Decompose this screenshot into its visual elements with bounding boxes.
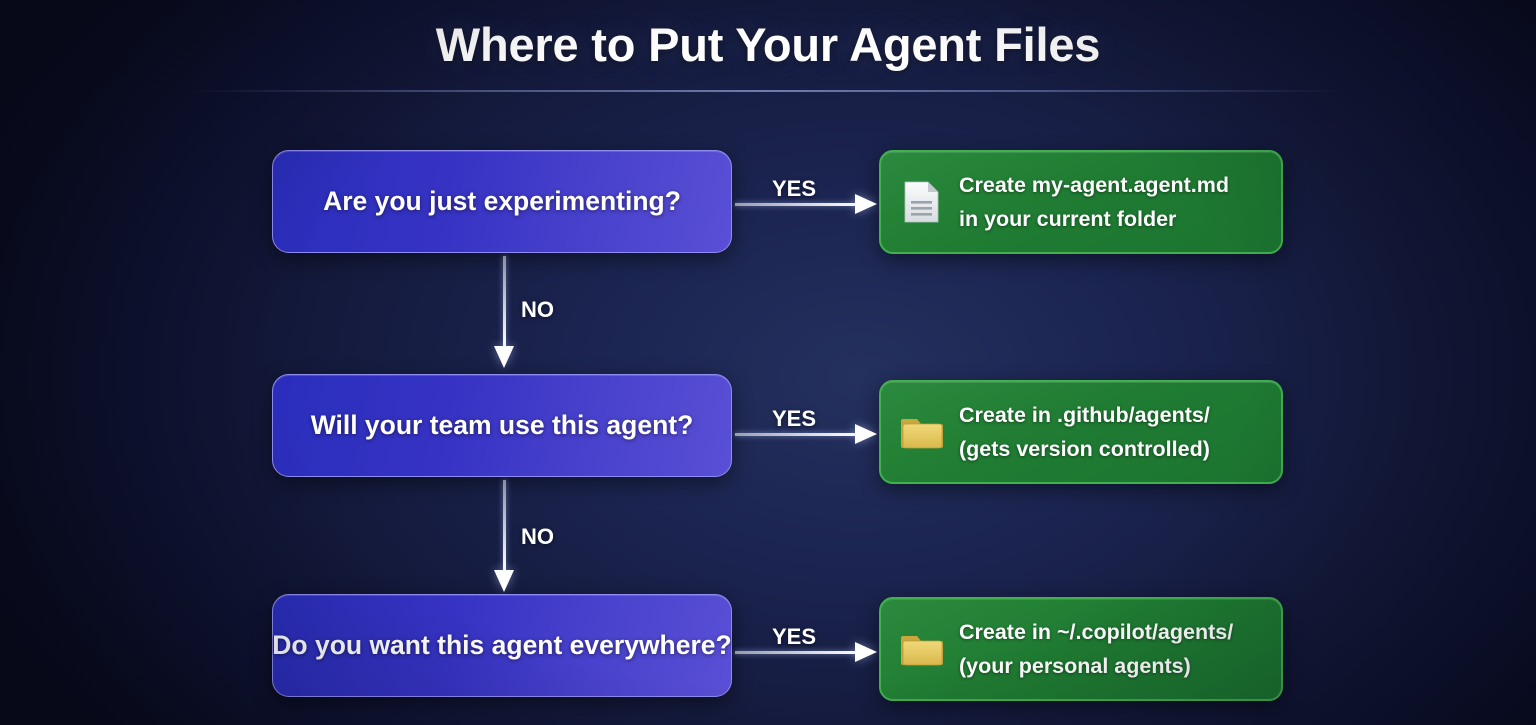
arrow-shaft [503, 480, 506, 570]
result-box-copilot-agents[interactable]: Create in ~/.copilot/agents/ (your perso… [879, 597, 1283, 701]
yes-label: YES [772, 624, 817, 649]
yes-label: YES [772, 406, 817, 431]
result-line-1: Create in .github/agents/ [959, 402, 1210, 427]
document-icon [899, 178, 945, 226]
result-line-2: in your current folder [959, 207, 1177, 231]
result-text: Create in ~/.copilot/agents/ (your perso… [959, 615, 1233, 684]
no-label: NO [521, 297, 554, 322]
decision-box-experimenting[interactable]: Are you just experimenting? [272, 150, 732, 253]
arrow-shaft [735, 203, 857, 206]
result-text: Create in .github/agents/ (gets version … [959, 398, 1210, 467]
result-line-1: Create my-agent.agent.md [959, 172, 1230, 197]
result-line-1: Create in ~/.copilot/agents/ [959, 619, 1234, 644]
decision-box-team-use[interactable]: Will your team use this agent? [272, 374, 732, 477]
folder-icon [899, 408, 945, 456]
arrow-head [855, 424, 877, 444]
result-box-current-folder[interactable]: Create my-agent.agent.md in your current… [879, 150, 1283, 254]
result-box-github-agents[interactable]: Create in .github/agents/ (gets version … [879, 380, 1283, 484]
arrow-shaft [503, 256, 506, 346]
arrow-head [494, 346, 514, 368]
result-text: Create my-agent.agent.md in your current… [959, 168, 1229, 237]
title-divider [190, 90, 1346, 92]
yes-arrow-everywhere [735, 642, 877, 662]
decision-label: Will your team use this agent? [310, 410, 694, 440]
decision-label: Do you want this agent everywhere? [272, 630, 732, 660]
arrow-shaft [735, 651, 857, 654]
yes-arrow-team-use [735, 424, 877, 444]
no-label: NO [521, 524, 554, 549]
result-line-2: (gets version controlled) [959, 437, 1210, 461]
result-line-2: (your personal agents) [959, 654, 1191, 678]
decision-label: Are you just experimenting? [323, 186, 681, 216]
arrow-shaft [735, 433, 857, 436]
no-arrow-team-use [494, 480, 514, 592]
yes-label: YES [772, 176, 817, 201]
page-title: Where to Put Your Agent Files [435, 18, 1101, 71]
no-arrow-experimenting [494, 256, 514, 368]
decision-box-everywhere[interactable]: Do you want this agent everywhere? [272, 594, 732, 697]
arrow-head [855, 642, 877, 662]
arrow-head [855, 194, 877, 214]
yes-arrow-experimenting [735, 194, 877, 214]
arrow-head [494, 570, 514, 592]
folder-icon [899, 625, 945, 673]
